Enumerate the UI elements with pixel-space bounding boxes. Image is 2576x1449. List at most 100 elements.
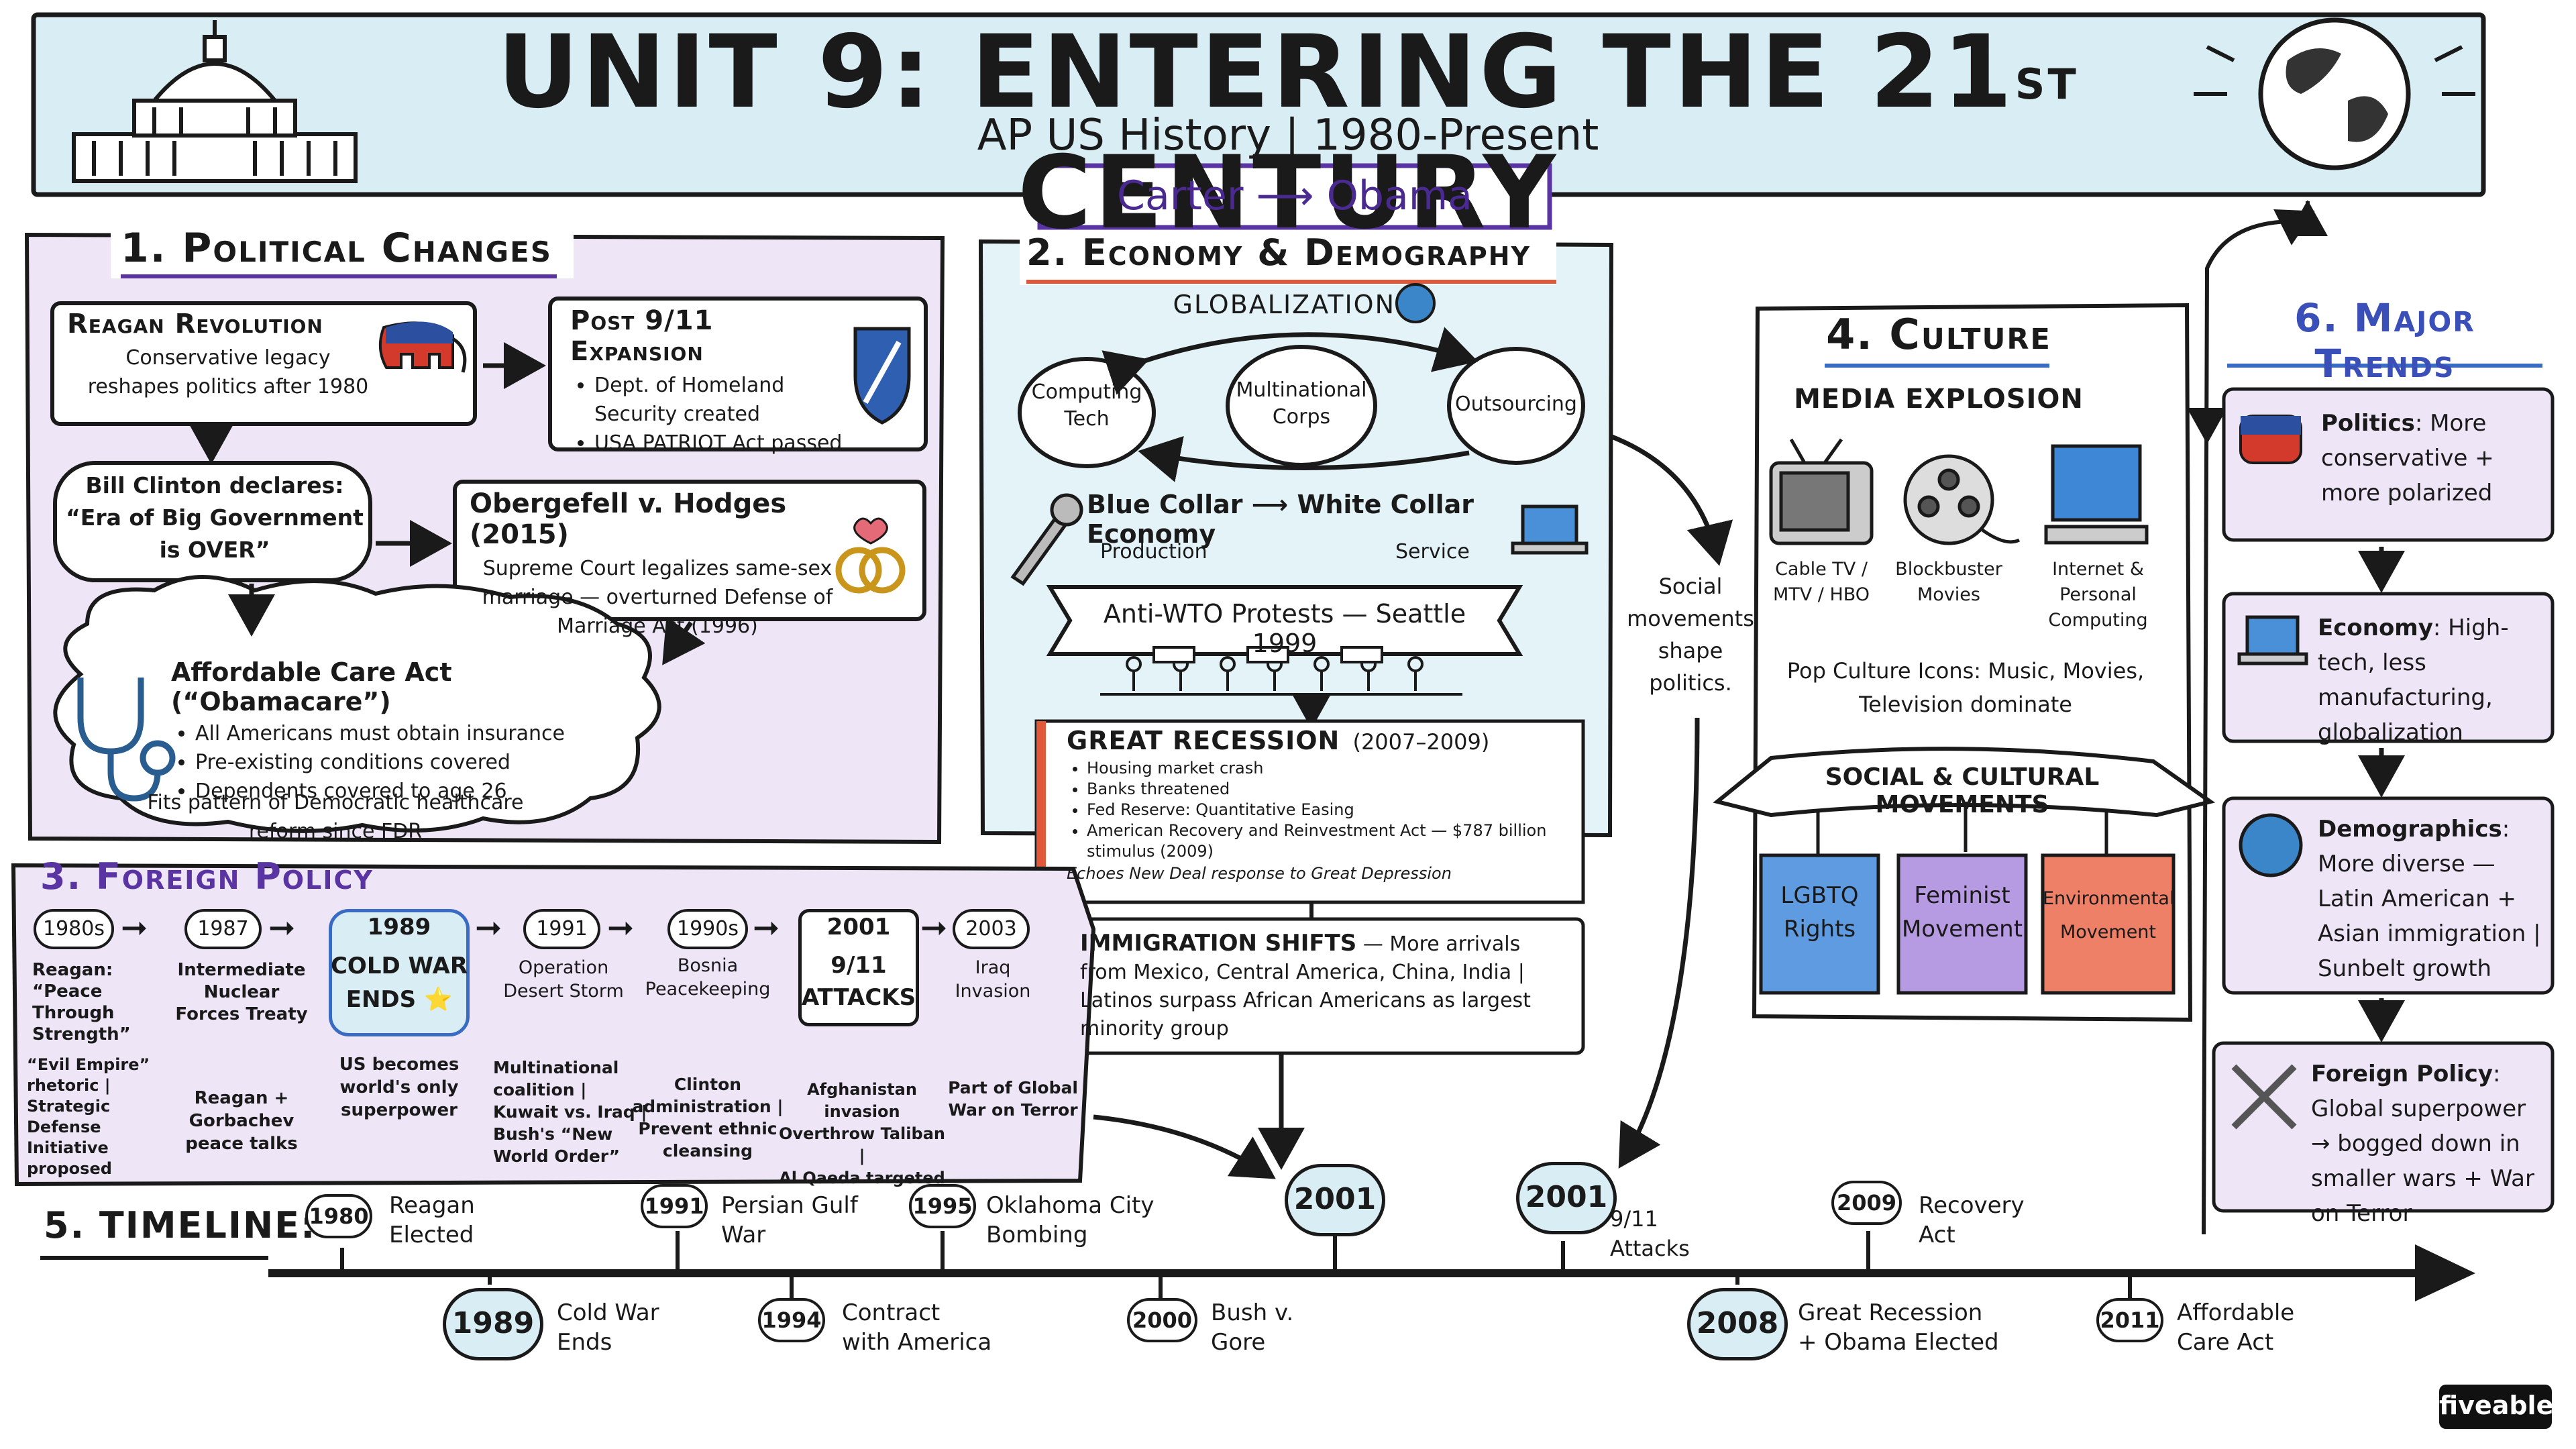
fp-desc-1987: Reagan + Gorbachev peace talks (185, 1088, 298, 1154)
fp-desc-2001: Afghanistan invasion Overthrow Taliban |… (779, 1080, 945, 1187)
trends-title: 6. Major Trends (2294, 295, 2475, 386)
aca-title: Affordable Care Act (“Obamacare”) (171, 657, 452, 716)
stethoscope-icon (77, 678, 176, 802)
circle-outsourcing: Outsourcing (1455, 392, 1577, 416)
political-title: 1. Political Changes (121, 225, 553, 272)
crossed-swords-icon (2231, 1064, 2297, 1130)
tl-year-2008: 2008 (1687, 1288, 1788, 1360)
reagan-card: Reagan Revolution Conservative legacy re… (67, 309, 389, 401)
wto-protests: Anti-WTO Protests — Seattle 1999 (1103, 599, 1466, 658)
globe-small-icon (1395, 283, 1436, 323)
clinton-quote: Bill Clinton declares: “Era of Big Gover… (66, 472, 364, 563)
service-label: Service (1395, 540, 1470, 564)
tl-year-1989: 1989 (443, 1288, 543, 1360)
fp-year-1990s: 1990s (667, 909, 748, 949)
tl-label-1995: Oklahoma City Bombing (986, 1192, 1155, 1248)
fp-arrow: ➞ (475, 909, 502, 947)
reagan-body: Conservative legacy reshapes politics af… (87, 346, 369, 398)
film-reel-icon (1903, 454, 2021, 545)
fp-desc-1990s: Clinton administration | Prevent ethnic … (632, 1075, 784, 1161)
aca-card: Affordable Care Act (“Obamacare”) All Am… (171, 657, 641, 806)
media-cable: Cable TV / MTV / HBO (1772, 559, 1870, 605)
fp-desc-1989: US becomes world's only superpower (339, 1055, 460, 1120)
post911-bullet: Dept. of Homeland Security created (594, 371, 852, 429)
recession-bullet: Housing market crash (1087, 758, 1576, 779)
trend-laptop-icon (2237, 615, 2308, 665)
fp-label-2003: Iraq Invasion (955, 957, 1031, 1002)
pop-culture: Pop Culture Icons: Music, Movies, Televi… (1786, 658, 2145, 717)
trend-elephant-icon (2239, 415, 2302, 464)
fp-year-2001: 2001 (826, 914, 891, 941)
fp-arrow: ➞ (268, 909, 296, 947)
fp-desc-1991: Multinational coalition | Kuwait vs. Ira… (493, 1058, 647, 1166)
production-label: Production (1100, 540, 1208, 564)
aca-footer: Fits pattern of Democratic healthcare re… (147, 791, 524, 843)
immigration-card: IMMIGRATION SHIFTS — More arrivals from … (1080, 929, 1573, 1043)
tl-label-2011: Affordable Care Act (2177, 1299, 2295, 1356)
timeline-title: 5. TIMELINE: (44, 1204, 317, 1246)
attacks-badge (798, 909, 919, 1026)
obergefell-title: Obergefell v. Hodges (2015) (470, 488, 787, 550)
tl-label-1989: Cold War Ends (557, 1299, 659, 1356)
tl-label-2009: Recovery Act (1919, 1192, 2025, 1248)
tl-label-2000: Bush v. Gore (1211, 1299, 1294, 1356)
trend-economy: Economy: High-tech, less manufacturing, … (2318, 614, 2509, 746)
elephant-icon (378, 321, 467, 373)
trend-globe-icon (2239, 813, 2303, 877)
trend-demographics: Demographics: More diverse — Latin Ameri… (2318, 816, 2541, 982)
environmental-label: Environmental Movement (2043, 888, 2175, 943)
fp-year-1980s: 1980s (34, 909, 114, 949)
tv-icon (1769, 438, 1874, 545)
tl-label-1994: Contract with America (842, 1299, 992, 1356)
media-movies: Blockbuster Movies (1895, 559, 2002, 605)
tl-year-1994: 1994 (758, 1298, 825, 1342)
shield-icon (853, 327, 911, 425)
tl-year-2011: 2011 (2096, 1298, 2163, 1342)
globe-icon (2194, 17, 2475, 170)
fp-arrow: ➞ (607, 909, 635, 947)
tl-year-2001-b: 2001 (1516, 1162, 1617, 1234)
tl-year-2009: 2009 (1831, 1181, 1902, 1225)
post911-title: Post 9/11 Expansion (570, 305, 714, 367)
media-internet: Internet & Personal Computing (2048, 559, 2148, 631)
obergefell-card: Obergefell v. Hodges (2015) Supreme Cour… (470, 488, 845, 641)
post911-card: Post 9/11 Expansion Dept. of Homeland Se… (570, 305, 852, 458)
immigration-body: — More arrivals from Mexico, Central Ame… (1080, 932, 1531, 1040)
fp-label-1987: Intermediate Nuclear Forces Treaty (175, 960, 308, 1024)
trend-politics: Politics: More conservative + more polar… (2321, 410, 2494, 506)
fp-year-2003: 2003 (953, 909, 1030, 949)
tl-label-2008: Great Recession + Obama Elected (1798, 1299, 1999, 1356)
tl-year-1980: 1980 (305, 1194, 372, 1238)
immigration-title: IMMIGRATION SHIFTS (1080, 930, 1357, 957)
recession-title: GREAT RECESSION (1067, 726, 1340, 755)
circle-multinational: Multinational Corps (1236, 378, 1367, 429)
globalization-label: GLOBALIZATION (1173, 290, 1395, 319)
aca-bullet: All Americans must obtain insurance (195, 719, 641, 748)
aca-bullet: Dependents covered to age 26 (195, 777, 641, 806)
feminist-label: Feminist Movement (1901, 882, 2023, 943)
page-title: UNIT 9: ENTERING THE 21ST CENTURY (497, 14, 2079, 252)
lgbtq-label: LGBTQ Rights (1780, 882, 1859, 943)
fp-arrow: ➞ (121, 909, 148, 947)
fp-label-1990s: Bosnia Peacekeeping (645, 955, 771, 1000)
tl-year-2001-a: 2001 (1285, 1164, 1385, 1236)
fp-year-1987: 1987 (184, 909, 262, 949)
fp-year-1991: 1991 (523, 909, 600, 949)
era-range: Carter ⟶ Obama (1117, 172, 1472, 219)
foreign-title: 3. Foreign Policy (40, 855, 374, 898)
obergefell-body: Supreme Court legalizes same-sex marriag… (482, 557, 833, 638)
recession-years: (2007–2009) (1352, 729, 1490, 755)
fp-label-1989: COLD WAR ENDS ⭐ (330, 953, 468, 1013)
recession-note: Echoes New Deal response to Great Depres… (1067, 864, 1452, 883)
recession-bullet: Fed Reserve: Quantitative Easing (1087, 800, 1576, 820)
fp-arrow: ➞ (753, 909, 780, 947)
post911-bullet: USA PATRIOT Act passed (594, 429, 852, 458)
collar-shift: Blue Collar ⟶ White Collar Economy (1087, 490, 1474, 549)
culture-title: 4. Culture (1826, 310, 2051, 359)
cold-war-badge (329, 909, 470, 1036)
fp-arrow: ➞ (920, 909, 948, 947)
circle-computing: Computing Tech (1031, 380, 1142, 431)
page-subtitle: AP US History | 1980-Present (977, 111, 1599, 160)
timeline-arrowhead (2415, 1244, 2475, 1301)
wedding-rings-icon (835, 517, 906, 594)
